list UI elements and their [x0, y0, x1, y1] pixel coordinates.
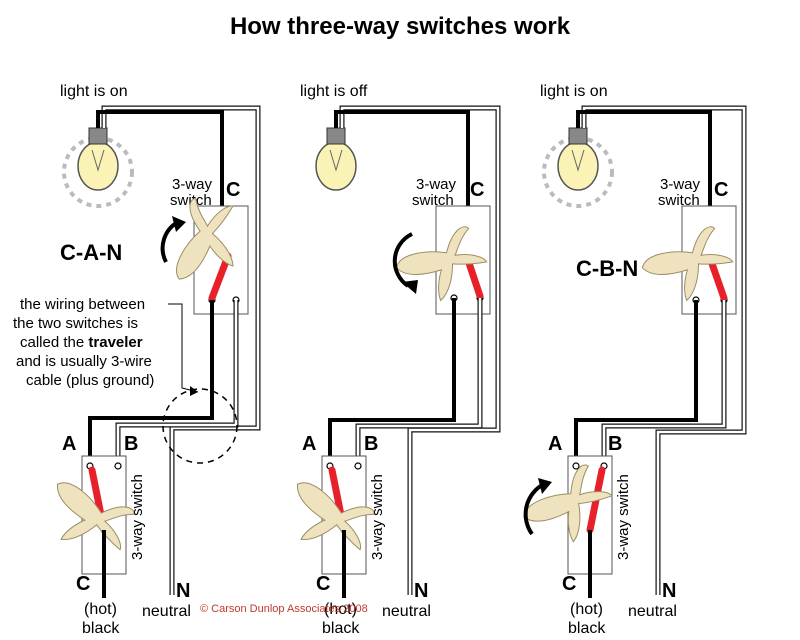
panel-2-hot-label: (hot)	[324, 601, 357, 618]
copyright-notice: © Carson Dunlop Associates 2008	[200, 603, 368, 615]
traveler-note: the wiring between the two switches is c…	[13, 296, 199, 396]
panel-3-upper-switch-label-top: 3-way	[660, 176, 701, 193]
panel-1-lower-terminal-a-label: A	[62, 433, 76, 455]
panel-1-traveler-b-wire	[115, 300, 239, 463]
panel-3-arrowhead-icon	[538, 478, 552, 494]
panel-1-neutral-n-label: N	[176, 580, 190, 602]
panel-3-upper-toggle	[706, 254, 728, 302]
panel-2-arrowhead-icon	[402, 280, 418, 294]
panel-1-lower-terminal-b	[114, 462, 122, 470]
panel-2-neutral-n-label: N	[414, 580, 428, 602]
panel-1-bulb-icon	[62, 127, 134, 208]
panel-3-rotation-arrow-icon	[523, 482, 545, 536]
traveler-note-arrowhead-icon	[190, 386, 198, 396]
traveler-note-leader	[168, 303, 199, 393]
panel-2-state-label: light is off	[300, 83, 368, 100]
panel-3-upper-switch-label-bottom: switch	[658, 192, 700, 209]
panel-1-lower-terminal-b-label: B	[124, 433, 138, 455]
panel-2-bulb-wire	[334, 110, 470, 260]
panel-2-lower-terminal-b-label: B	[364, 433, 378, 455]
panel-2-lower-terminal-a-label: A	[302, 433, 316, 455]
panel-1-sequence-label: C-A-N	[60, 240, 122, 265]
panel-1-bottom-c-label: C	[76, 573, 90, 595]
panel-2-upper-terminal-c: C	[470, 179, 484, 201]
panel-2-bulb-icon	[315, 127, 357, 191]
traveler-note-line-4: and is usually 3-wire	[16, 353, 152, 370]
panel-3-bulb-wire	[576, 110, 712, 258]
panel-3-black-label: black	[568, 620, 606, 637]
traveler-note-line-1: the wiring between	[20, 296, 145, 313]
panel-1-black-label: black	[82, 620, 120, 637]
panel-2-upper-switch-label-bottom: switch	[412, 192, 454, 209]
panel-3-lower-switch-vertical-label: 3-way switch	[615, 474, 632, 560]
panel-1-arrowhead-icon	[172, 216, 186, 232]
traveler-note-line-2: the two switches is	[13, 315, 138, 332]
panel-2-upper-toggle	[464, 256, 484, 300]
panel-3-bottom-c-label: C	[562, 573, 576, 595]
panel-1-bulb-wire	[96, 110, 224, 262]
panel-2-traveler-a-wire	[328, 298, 456, 463]
panel-2-rotation-arrow-icon	[392, 232, 413, 288]
panel-2-upper-switch-label-top: 3-way	[416, 176, 457, 193]
panel-1-hot-label: (hot)	[84, 601, 117, 618]
panel-1-neutral-label: neutral	[142, 603, 191, 620]
panel-2-neutral-label: neutral	[382, 603, 431, 620]
traveler-note-line-3: called the traveler	[20, 334, 143, 351]
panel-1-upper-switch-label-top: 3-way	[172, 176, 213, 193]
panel-3-neutral-label: neutral	[628, 603, 677, 620]
panel-1: light is on 3-way switch C C-A-N	[13, 83, 261, 637]
panel-1-state-label: light is on	[60, 83, 128, 100]
traveler-note-line-5: cable (plus ground)	[26, 372, 154, 389]
panel-1-upper-switch-label-bottom: switch	[170, 192, 212, 209]
panel-2-lower-terminal-b	[354, 462, 362, 470]
panel-3-lower-terminal-a	[572, 462, 580, 470]
panel-3-state-label: light is on	[540, 83, 608, 100]
panel-2-bottom-c-label: C	[316, 573, 330, 595]
panel-3-neutral-n-label: N	[662, 580, 676, 602]
panel-3-traveler-b-wire	[601, 300, 727, 463]
panel-2: light is off 3-way switch C A B	[271, 83, 501, 637]
panel-3-hot-label: (hot)	[570, 601, 603, 618]
panel-1-rotation-arrow-icon	[160, 220, 180, 263]
diagram-title: How three-way switches work	[230, 13, 571, 40]
panel-1-traveler-a-wire	[88, 300, 214, 463]
panel-1-upper-terminal-c: C	[226, 179, 240, 201]
panel-3-sequence-label: C-B-N	[576, 256, 638, 281]
panel-1-lower-switch-vertical-label: 3-way switch	[129, 474, 146, 560]
panel-2-traveler-b-wire	[355, 298, 483, 463]
panel-3: light is on 3-way switch C C-B-N A B	[513, 83, 747, 637]
panel-2-black-label: black	[322, 620, 360, 637]
panel-2-lower-switch-vertical-label: 3-way switch	[369, 474, 386, 560]
panel-3-bulb-icon	[542, 127, 614, 208]
panel-3-lower-terminal-b-label: B	[608, 433, 622, 455]
panel-1-traveler-highlight	[162, 388, 238, 464]
panel-3-upper-terminal-c: C	[714, 179, 728, 201]
panel-3-lower-terminal-a-label: A	[548, 433, 562, 455]
panel-3-traveler-a-wire	[574, 300, 698, 463]
